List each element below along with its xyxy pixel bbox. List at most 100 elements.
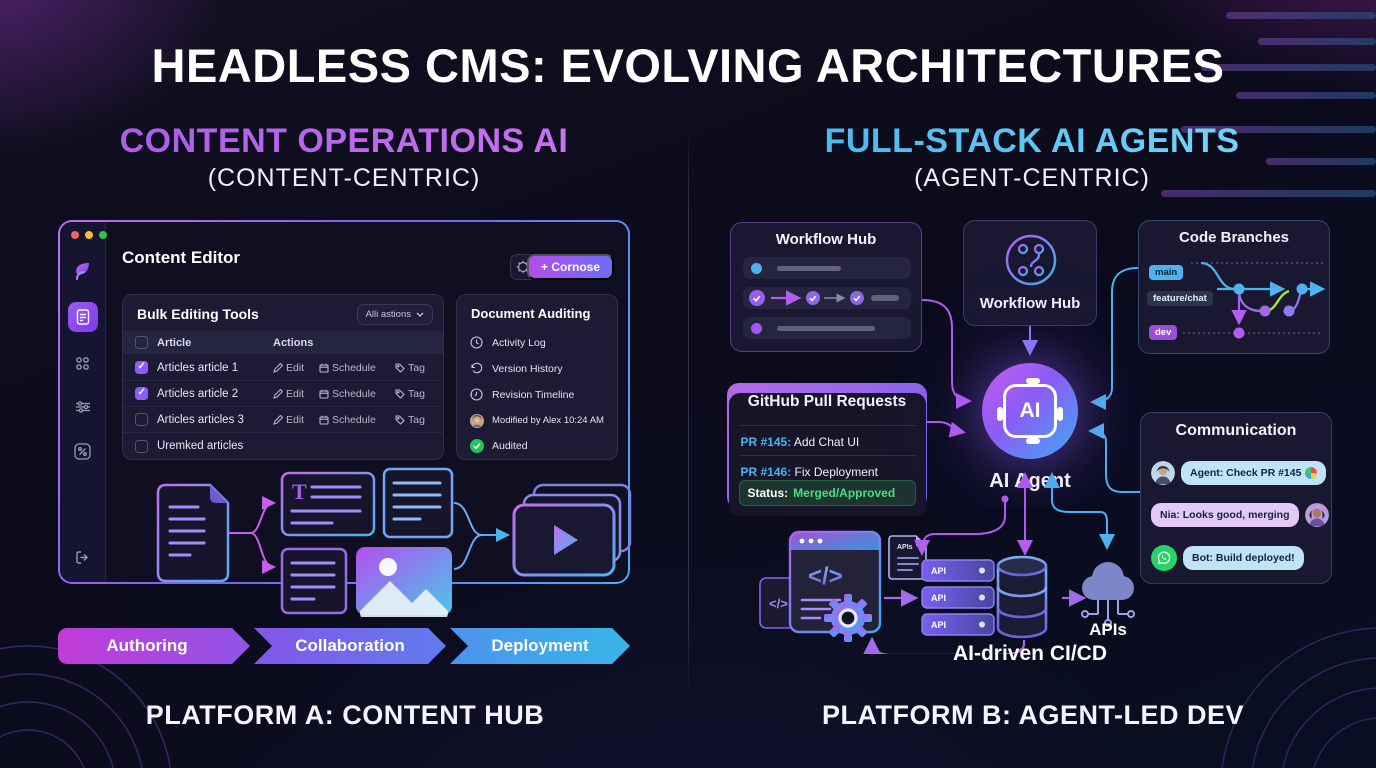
github-pull-requests-card: GitHub Pull Requests PR #145: Add Chat U… bbox=[727, 383, 927, 516]
window-traffic-lights[interactable] bbox=[71, 231, 107, 239]
schedule-action[interactable]: Schedule bbox=[319, 362, 376, 374]
check-circle-icon bbox=[469, 438, 484, 453]
placeholder-bar bbox=[777, 265, 841, 271]
gear-icon bbox=[824, 594, 872, 642]
page-title: HEADLESS CMS: EVOLVING ARCHITECTURES bbox=[151, 39, 1225, 92]
logout-icon[interactable] bbox=[70, 544, 96, 570]
workflow-row bbox=[743, 257, 911, 279]
branch-badge-feature: feature/chat bbox=[1147, 291, 1213, 306]
tag-action[interactable]: Tag bbox=[395, 388, 425, 400]
tag-icon bbox=[395, 414, 405, 425]
api-endpoints-icon: API API API bbox=[921, 559, 995, 636]
svg-text:API: API bbox=[931, 620, 946, 630]
database-icon bbox=[996, 555, 1048, 639]
audit-item[interactable]: Version History bbox=[469, 361, 563, 376]
table-row: Articles article 2 Edit Schedule Tag bbox=[123, 381, 443, 407]
pipeline-step-collaboration: Collaboration bbox=[254, 628, 446, 664]
tag-icon bbox=[395, 388, 405, 399]
edit-action[interactable]: Edit bbox=[273, 388, 304, 400]
reaction-icon bbox=[1305, 467, 1318, 479]
sidebar-documents-icon[interactable] bbox=[67, 302, 98, 332]
branch-badge-dev: dev bbox=[1149, 325, 1178, 340]
schedule-action[interactable]: Schedule bbox=[319, 388, 376, 400]
bulk-editing-title: Bulk Editing Tools bbox=[137, 306, 259, 322]
close-window-icon bbox=[71, 231, 79, 239]
clock-icon bbox=[469, 335, 484, 350]
workflow-row bbox=[743, 317, 911, 339]
row-checkbox[interactable] bbox=[135, 413, 148, 426]
row-checkbox[interactable] bbox=[135, 361, 148, 374]
column-article: Article bbox=[157, 336, 192, 349]
history-icon bbox=[469, 361, 484, 376]
git-graph bbox=[1183, 261, 1326, 339]
pr-status-badge: Status: Merged/Approved bbox=[738, 479, 916, 506]
bulk-editing-panel: Bulk Editing Tools Alli astions Article … bbox=[122, 294, 444, 460]
pipeline-step-deployment: Deployment bbox=[450, 628, 630, 664]
ai-agent-node: AI bbox=[982, 363, 1078, 459]
cicd-label: AI-driven CI/CD bbox=[952, 642, 1107, 665]
audit-item[interactable]: Activity Log bbox=[469, 335, 546, 350]
status-dot bbox=[751, 262, 762, 274]
document-icon bbox=[156, 483, 230, 583]
row-checkbox[interactable] bbox=[135, 387, 148, 400]
workflow-steps-graphic bbox=[749, 290, 899, 306]
tag-action[interactable]: Tag bbox=[395, 362, 425, 374]
editor-title: Content Editor bbox=[122, 248, 241, 267]
agent-connectors bbox=[914, 267, 1140, 556]
pull-request-row[interactable]: PR #146: Fix Deployment bbox=[740, 464, 878, 479]
apis-label: APIs bbox=[1089, 620, 1127, 639]
chevron-down-icon bbox=[416, 312, 424, 317]
svg-text:APIs: APIs bbox=[897, 544, 913, 551]
tag-icon bbox=[395, 362, 405, 373]
svg-text:API: API bbox=[931, 593, 946, 603]
cloud-api-icon bbox=[1081, 562, 1135, 627]
corner-arcs-bottom-left bbox=[0, 645, 172, 768]
pull-request-row[interactable]: PR #145: Add Chat UI bbox=[740, 434, 860, 449]
ai-chip-icon: AI bbox=[997, 378, 1063, 444]
audit-title: Document Auditing bbox=[471, 306, 591, 321]
row-checkbox[interactable] bbox=[135, 439, 148, 453]
audit-item: Audited bbox=[469, 438, 528, 453]
image-block-icon bbox=[356, 547, 452, 617]
svg-text:</>: </> bbox=[808, 563, 843, 590]
agent-avatar bbox=[1151, 461, 1175, 485]
audit-item[interactable]: Revision Timeline bbox=[469, 387, 574, 402]
sidebar-filters-icon[interactable] bbox=[70, 394, 96, 420]
calendar-icon bbox=[319, 415, 329, 425]
edit-action[interactable]: Edit bbox=[273, 414, 304, 426]
svg-text:</>: </> bbox=[769, 596, 788, 611]
platform-a-label: PLATFORM A: CONTENT HUB bbox=[145, 700, 545, 730]
nia-avatar bbox=[1304, 503, 1329, 527]
compose-button[interactable]: + Cornose bbox=[526, 254, 614, 280]
edit-action[interactable]: Edit bbox=[273, 362, 304, 374]
content-flow-diagram: T bbox=[156, 467, 632, 617]
avatar bbox=[469, 413, 484, 428]
sidebar-apps-icon[interactable] bbox=[70, 350, 96, 376]
sidebar-discount-icon[interactable] bbox=[70, 438, 96, 464]
left-column-subheading: (CONTENT-CENTRIC) bbox=[207, 164, 481, 192]
all-actions-dropdown[interactable]: Alli astions bbox=[356, 304, 433, 325]
editor-sidebar bbox=[60, 222, 106, 582]
media-stack-icon bbox=[512, 483, 632, 577]
article-block-icon bbox=[382, 467, 454, 539]
bulk-table-header: Article Actions bbox=[123, 331, 443, 354]
placeholder-bar bbox=[777, 325, 875, 331]
chat-message: Agent: Check PR #145 bbox=[1151, 461, 1327, 485]
column-divider bbox=[688, 125, 689, 695]
tag-action[interactable]: Tag bbox=[395, 414, 425, 426]
platform-b-label: PLATFORM B: AGENT-LED DEV bbox=[822, 700, 1244, 730]
minimize-window-icon bbox=[85, 231, 93, 239]
svg-text:T: T bbox=[292, 479, 307, 504]
calendar-icon bbox=[319, 389, 329, 399]
audit-item: Modified by Alex 10:24 AM bbox=[469, 413, 604, 428]
status-dot bbox=[751, 322, 762, 334]
pencil-icon bbox=[273, 388, 283, 399]
document-auditing-panel: Document Auditing Activity Log Version H… bbox=[456, 294, 618, 460]
notes-block-icon bbox=[280, 547, 348, 615]
branch-badge-main: main bbox=[1149, 265, 1184, 280]
left-column-heading: CONTENT OPERATIONS AI bbox=[0, 122, 688, 161]
schedule-action[interactable]: Schedule bbox=[319, 414, 376, 426]
select-all-checkbox[interactable] bbox=[135, 336, 148, 349]
chat-message: Bot: Build deployed! bbox=[1151, 545, 1304, 571]
right-column-subheading: (AGENT-CENTRIC) bbox=[914, 164, 1150, 192]
